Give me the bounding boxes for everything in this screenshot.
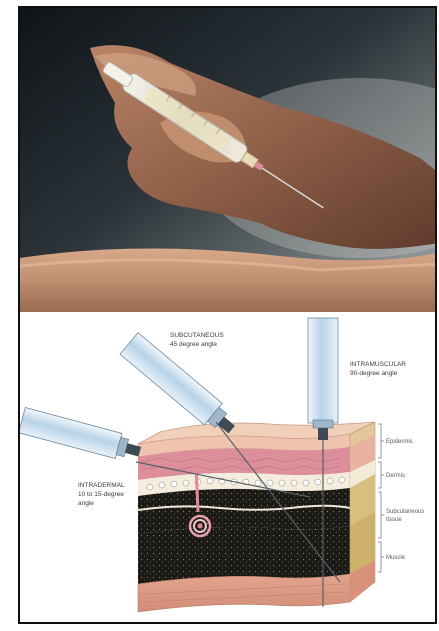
injection-angle-diagram: SUBCUTANEOUS 45 degree angle INTRAMUSCUL… xyxy=(20,312,437,624)
layer-brackets xyxy=(378,424,384,572)
skin-cross-section xyxy=(138,422,375,612)
intramuscular-label: INTRAMUSCULAR xyxy=(350,361,406,368)
subcutaneous-angle-label: 45 degree angle xyxy=(170,341,217,348)
epidermis-label: Epidermis xyxy=(386,439,413,445)
subcutaneous-tissue-label: Subcutaneous xyxy=(386,509,424,515)
subcutaneous-label: SUBCUTANEOUS xyxy=(170,332,224,339)
muscle-label: Muscle xyxy=(386,555,406,561)
intradermal-angle-label: 10 to 15-degree xyxy=(78,491,124,498)
intramuscular-angle-label: 90-degree angle xyxy=(350,370,398,377)
injection-photo-illustration xyxy=(20,8,437,312)
intradermal-label: INTRADERMAL xyxy=(78,482,125,489)
figure-frame: SUBCUTANEOUS 45 degree angle INTRAMUSCUL… xyxy=(18,6,437,624)
subcutaneous-tissue-label-2: tissue xyxy=(386,517,402,523)
intradermal-angle-label-2: angle xyxy=(78,500,94,507)
dermis-label: Dermis xyxy=(386,473,405,479)
injection-photo xyxy=(20,8,437,312)
injection-diagram-svg: SUBCUTANEOUS 45 degree angle INTRAMUSCUL… xyxy=(20,312,437,624)
